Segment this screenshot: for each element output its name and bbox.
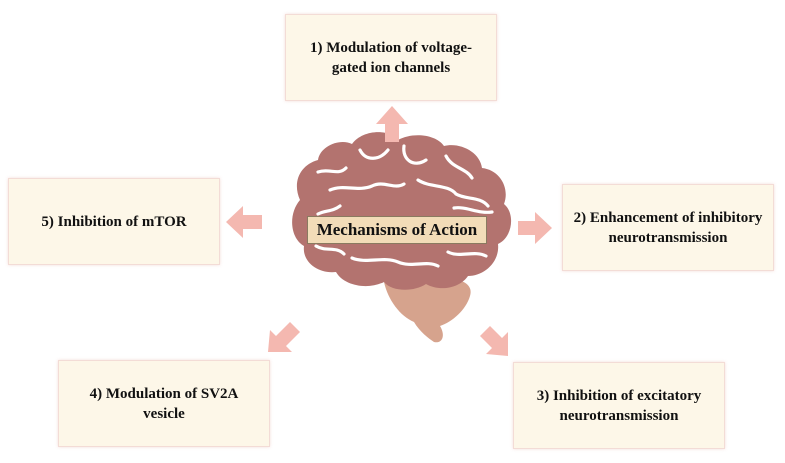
mechanism-label: 3) Inhibition of excitatory neurotransmi…	[536, 387, 702, 424]
brain-cerebrum	[292, 132, 512, 290]
arrow-right-icon	[518, 212, 552, 244]
mechanism-label: 2) Enhancement of inhibitory neurotransm…	[573, 209, 763, 246]
mechanism-box-mtor: 5) Inhibition of mTOR	[8, 178, 220, 265]
mechanism-box-sv2a: 4) Modulation of SV2A vesicle	[58, 360, 270, 447]
mechanism-label: 1) Modulation of voltage-gated ion chann…	[309, 39, 473, 76]
mechanism-label: 4) Modulation of SV2A vesicle	[89, 385, 239, 422]
mechanism-box-voltage-gated: 1) Modulation of voltage-gated ion chann…	[285, 14, 497, 101]
mechanism-box-inhibitory: 2) Enhancement of inhibitory neurotransm…	[562, 184, 774, 271]
mechanism-label: 5) Inhibition of mTOR	[41, 213, 187, 230]
mechanism-box-excitatory: 3) Inhibition of excitatory neurotransmi…	[513, 362, 725, 449]
arrow-down-right-icon	[480, 326, 508, 356]
center-title: Mechanisms of Action	[307, 216, 487, 244]
arrow-left-icon	[226, 206, 262, 238]
brain-cerebellum	[384, 279, 471, 343]
arrow-down-left-icon	[268, 322, 300, 352]
arrow-up-icon	[376, 106, 408, 142]
